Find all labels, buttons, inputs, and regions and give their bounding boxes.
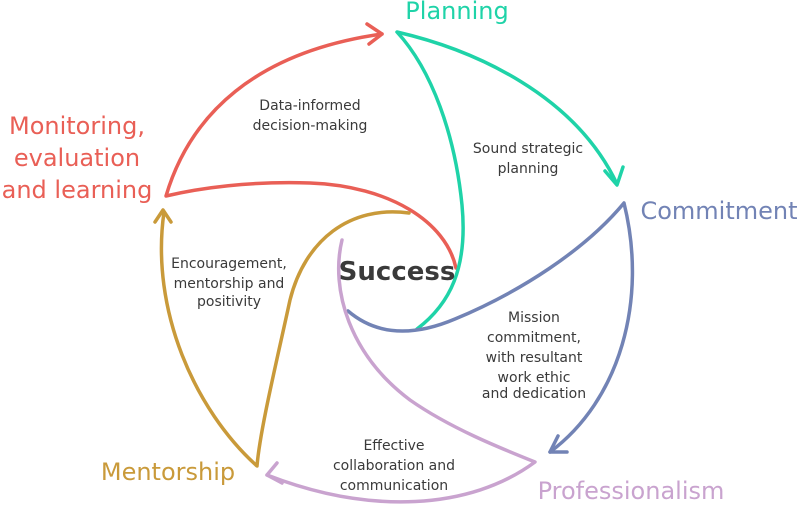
mentorship-arrowhead <box>153 208 173 224</box>
edge-label-encouragement: Encouragement, mentorship and positivity <box>171 256 287 310</box>
edge-label-line: commitment, <box>487 330 581 346</box>
planning-arm <box>395 30 619 331</box>
commitment-arrowhead <box>548 434 569 454</box>
edge-label-line: decision-making <box>253 118 368 134</box>
edge-label-line: collaboration and <box>333 458 455 474</box>
edge-label-line: Sound strategic <box>473 141 583 157</box>
monitoring-arm <box>164 32 458 270</box>
edge-label-line: communication <box>340 478 448 494</box>
stage-label-monitoring-line: and learning <box>2 176 153 204</box>
professionalism-arrowhead <box>265 461 284 485</box>
edge-label-line: mentorship and <box>174 276 285 292</box>
monitoring-arrowhead <box>365 22 384 46</box>
professionalism-arm <box>265 238 537 504</box>
edge-label-line: Encouragement, <box>171 256 287 272</box>
center-success-label: Success <box>339 257 456 287</box>
planning-arrowhead <box>603 165 625 187</box>
mentorship-arm <box>159 210 411 468</box>
commitment-arm <box>346 201 635 454</box>
edge-label-line: positivity <box>197 294 261 310</box>
stage-label-mentorship: Mentorship <box>101 458 235 486</box>
stage-label-monitoring: Monitoring, evaluation and learning <box>2 112 153 204</box>
edge-label-data-informed: Data-informed decision-making <box>253 98 368 134</box>
edge-label-line: Mission <box>508 310 560 326</box>
stage-label-planning: Planning <box>405 0 508 25</box>
edge-label-line: planning <box>498 161 559 177</box>
edge-label-line: Data-informed <box>259 98 360 114</box>
edge-label-line: with resultant <box>486 350 583 366</box>
edge-label-mission-commitment: Mission commitment, with resultant work … <box>482 310 586 402</box>
stage-label-professionalism: Professionalism <box>538 477 725 505</box>
stage-label-commitment: Commitment <box>640 197 797 225</box>
edge-label-sound-strategic: Sound strategic planning <box>473 141 583 177</box>
edge-label-line: Effective <box>363 438 424 454</box>
edge-label-line: work ethic <box>498 370 571 386</box>
stage-label-monitoring-line: Monitoring, <box>9 112 145 140</box>
stage-label-monitoring-line: evaluation <box>14 144 140 172</box>
edge-label-line: and dedication <box>482 386 586 402</box>
edge-label-effective-collaboration: Effective collaboration and communicatio… <box>333 438 455 494</box>
